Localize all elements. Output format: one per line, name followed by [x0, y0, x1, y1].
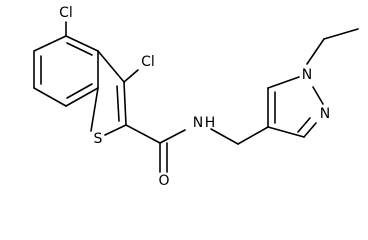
amide-nitrogen-label: N [193, 115, 203, 131]
pyrazole-ring [237, 76, 324, 145]
bond-c3-c2 [123, 81, 127, 126]
bond-n1-ch2 [306, 38, 325, 65]
pyrazole-n2-label: N [320, 106, 330, 122]
amide-hydrogen-label: H [205, 115, 216, 131]
bond-c3a-c4-double [66, 42, 93, 56]
bond-ch2-c4 [237, 126, 269, 145]
bond-nitrogen-ch2 [210, 128, 239, 145]
bond-c3-cl [123, 69, 139, 83]
bond-n2-c3 [303, 122, 317, 138]
carboxamide-group [125, 124, 239, 173]
bond-n1-n2 [312, 86, 324, 105]
ethyl-group [306, 28, 359, 65]
bond-carbonyl-nitrogen [159, 129, 186, 144]
chlorine-label-right: Cl [141, 54, 155, 70]
bond-c5-n1 [267, 76, 300, 89]
bond-c3a-c3 [97, 50, 125, 83]
bond-c3-c4 [267, 126, 305, 138]
oxygen-label: O [158, 173, 169, 189]
bond-ch2-ch3 [323, 28, 359, 40]
sulfur-label: S [94, 131, 103, 147]
bond-c2-s1 [104, 124, 127, 136]
bond-c3a-c4 [65, 35, 99, 52]
bond-c3-c2-double [116, 85, 120, 122]
bond-c6-c7 [33, 87, 67, 107]
bond-c7-c7a-double [66, 83, 93, 99]
molecule-structure-diagram: Cl Cl S O N H N N [33, 5, 359, 189]
pyrazole-n1-label: N [302, 67, 312, 83]
chlorine-label-top: Cl [59, 5, 73, 21]
bond-s1-c7a [90, 87, 99, 132]
bond-c4-c5 [33, 35, 67, 52]
thiophene-ring [90, 50, 127, 136]
bond-n2-c3-double [297, 117, 311, 133]
bond-c2-carbonyl [125, 124, 161, 144]
benzene-ring [33, 35, 99, 107]
bond-c7-c7a [65, 87, 99, 107]
